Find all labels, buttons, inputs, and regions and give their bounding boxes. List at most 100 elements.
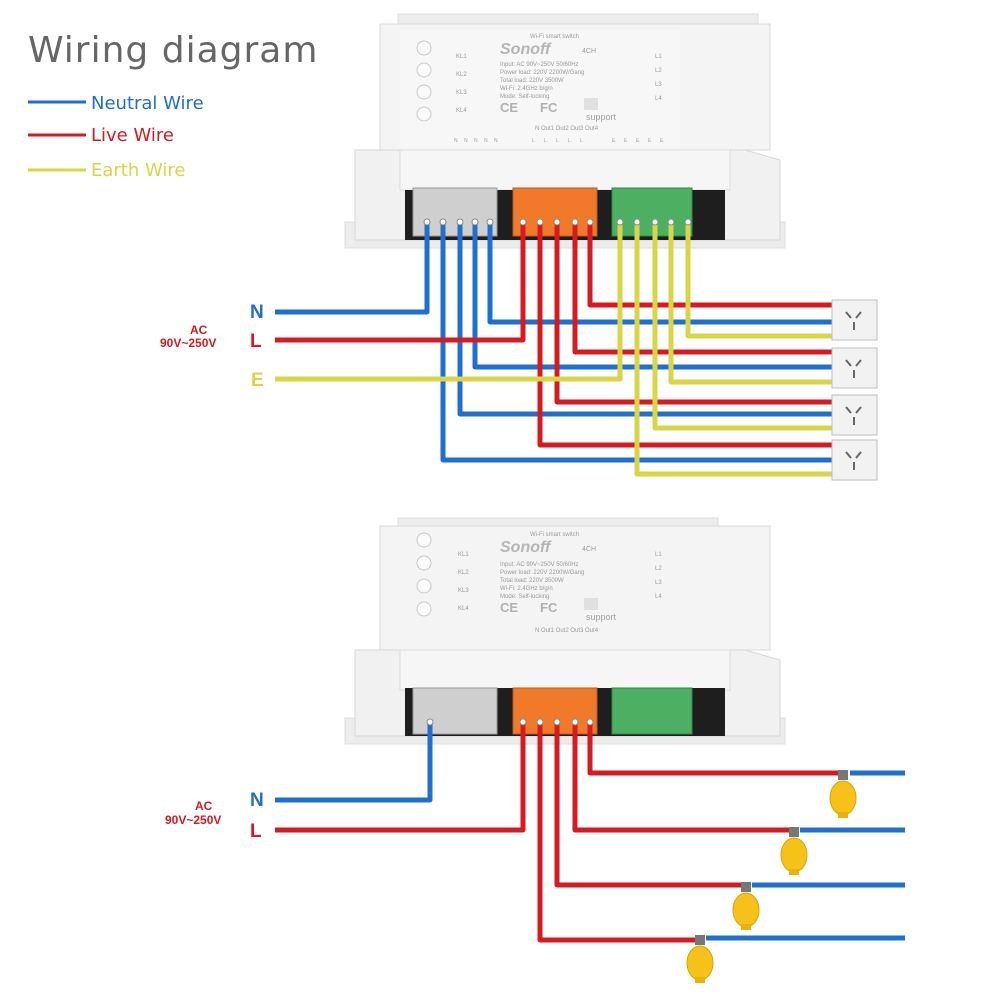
device-model-b: 4CH [582, 546, 596, 553]
bottom-wiring [275, 722, 905, 943]
spec-power-load-b: Power load: 220V 2200W/Gang [500, 570, 584, 576]
live-wire-4 [537, 222, 835, 448]
bulb-icon [829, 770, 857, 818]
earth-wire-1 [685, 222, 835, 339]
term-l5: L [580, 138, 583, 144]
relay-label-kl1-b: KL1 [458, 552, 469, 558]
bulb-icon [686, 935, 714, 983]
ac-label: AC [190, 323, 208, 337]
live-wire-b4 [537, 722, 696, 943]
relay-label-kl2-b: KL2 [458, 570, 469, 576]
spec-total-load-b: Total load: 220V 3500W [500, 578, 564, 584]
term-l3: L [556, 138, 559, 144]
term-e5: E [660, 138, 664, 144]
spec-input: Input: AC 90V~250V 50/60Hz [500, 62, 579, 68]
neutral-wire-supply-b [275, 722, 433, 803]
out-label-l1-b: L1 [655, 552, 662, 558]
earth-wire-3 [652, 222, 835, 431]
ce-mark: CE [500, 100, 518, 115]
socket-icon [831, 347, 878, 389]
outlets [831, 299, 878, 481]
out-label-l4: L4 [655, 96, 662, 102]
voltage-label: 90V~250V [160, 336, 216, 350]
out-label-l4-b: L4 [655, 594, 662, 600]
device-subtitle-b: Wi-Fi smart switch [530, 532, 579, 538]
device-top: KL1 KL2 KL3 KL4 Sonoff 4CH Wi-Fi smart s… [344, 13, 786, 249]
earth-wire-supply [275, 222, 623, 382]
term-n5: N [494, 138, 498, 144]
supply-n-label: N [250, 302, 264, 323]
earth-terminal-block [611, 187, 693, 237]
neutral-wire-2 [472, 222, 835, 370]
live-terminal-block-b [512, 687, 598, 735]
neutral-terminal-block-b [412, 687, 498, 735]
live-wire-supply [275, 222, 526, 343]
live-wire-1 [587, 222, 835, 308]
fc-mark: FC [540, 100, 558, 115]
earth-wire-2 [668, 222, 835, 385]
spec-mode: Mode: Self-locking [500, 94, 549, 100]
term-n4: N [484, 138, 488, 144]
support-label-b: support [586, 612, 617, 622]
earth-terminal-block-b [611, 687, 693, 735]
relay-label-kl3-b: KL3 [458, 588, 469, 594]
relay-label-kl1: KL1 [456, 54, 467, 60]
term-l4: L [568, 138, 571, 144]
term-e1: E [612, 138, 616, 144]
earth-wire-4 [634, 222, 835, 477]
supply-l-label: L [250, 331, 262, 352]
spec-input-b: Input: AC 90V~250V 50/60Hz [500, 562, 579, 568]
spec-mode-b: Mode: Self-locking [500, 594, 549, 600]
qr-icon-b [584, 598, 598, 610]
legend-earth-label: Earth Wire [91, 160, 185, 181]
term-e4: E [648, 138, 652, 144]
terminal-caption-b: N Out1 Out2 Out3 Out4 [535, 628, 599, 634]
term-l1: L [532, 138, 535, 144]
term-e2: E [624, 138, 628, 144]
relay-label-kl4: KL4 [456, 108, 467, 114]
term-n3: N [474, 138, 478, 144]
out-label-l2-b: L2 [655, 566, 662, 572]
supply-l-label-b: L [250, 821, 262, 842]
neutral-wire-3 [457, 222, 835, 417]
neutral-wire-supply [275, 222, 430, 315]
out-label-l2: L2 [655, 68, 662, 74]
device-subtitle: Wi-Fi smart switch [530, 34, 579, 40]
supply-e-label: E [251, 370, 264, 391]
out-label-l3-b: L3 [655, 580, 662, 586]
live-wire-b2 [572, 722, 790, 833]
term-l2: L [544, 138, 547, 144]
spec-power-load: Power load: 220V 2200W/Gang [500, 70, 584, 76]
legend-earth: Earth Wire [28, 160, 185, 181]
term-n1: N [454, 138, 458, 144]
legend-neutral-label: Neutral Wire [91, 93, 204, 114]
live-wire-2 [572, 222, 835, 355]
lamps [686, 770, 857, 983]
legend-neutral: Neutral Wire [28, 93, 204, 114]
device-brand: Sonoff [500, 41, 552, 58]
device-model: 4CH [582, 48, 596, 55]
socket-icon [831, 439, 878, 481]
fc-mark-b: FC [540, 600, 558, 615]
live-wire-supply-b [275, 722, 526, 833]
bulb-icon [780, 827, 808, 875]
ac-label-b: AC [195, 799, 213, 813]
supply-n-label-b: N [250, 790, 264, 811]
support-label: support [586, 112, 617, 122]
top-supply-labels: N L E AC 90V~250V [160, 302, 264, 391]
socket-icon [831, 394, 878, 436]
spec-total-load: Total load: 220V 3500W [500, 78, 564, 84]
top-wiring [275, 222, 835, 477]
out-label-l1: L1 [655, 54, 662, 60]
voltage-label-b: 90V~250V [165, 813, 221, 827]
neutral-wire-1 [487, 222, 835, 325]
device-bottom: KL1 KL2 KL3 KL4 Sonoff 4CH Wi-Fi smart s… [344, 517, 786, 745]
legend-live: Live Wire [28, 125, 174, 146]
spec-wifi-b: Wi-Fi: 2.4GHz b/g/n [500, 586, 553, 592]
bulb-icon [732, 882, 760, 930]
live-wire-b1 [587, 722, 838, 776]
legend-live-label: Live Wire [91, 125, 174, 146]
relay-label-kl4-b: KL4 [458, 606, 469, 612]
term-e3: E [636, 138, 640, 144]
